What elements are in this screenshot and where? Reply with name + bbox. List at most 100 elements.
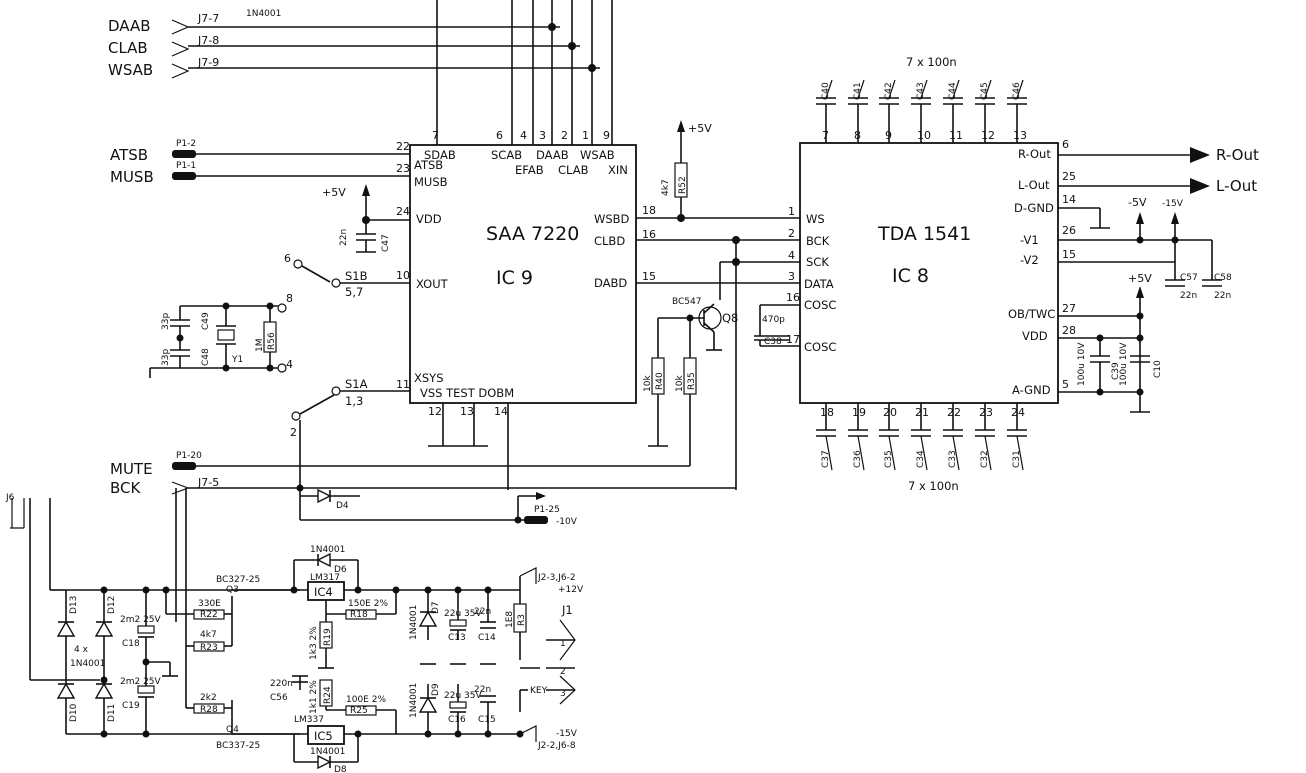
c19-value: 2m2 25V <box>120 677 162 687</box>
ic8-bottom-cap-label: C36 <box>853 450 863 468</box>
ic8-bottom-cap-label: C35 <box>884 450 894 468</box>
d13-ref: D13 <box>69 596 79 614</box>
c47-value: 22n <box>339 229 349 246</box>
conn-p1-2: P1-2 <box>176 139 196 149</box>
ic8-bottom-pin-number: 19 <box>852 406 866 419</box>
ic9-pin-clbd: CLBD <box>594 234 625 248</box>
ic8-pin-l-out: L-Out <box>1018 178 1050 192</box>
c10-ref: C10 <box>1153 360 1163 378</box>
d8-type: 1N4001 <box>310 747 345 757</box>
svg-text:7: 7 <box>432 129 439 142</box>
c18-ref: C18 <box>122 639 140 649</box>
ic9-pin-vss-test-dobm: VSS TEST DOBM <box>420 386 514 400</box>
ic8-top-pin-number: 12 <box>981 129 995 142</box>
switch-s1b: S1B <box>345 269 368 283</box>
ic8-top-pin-number: 10 <box>917 129 931 142</box>
c58-value: 22n <box>1214 291 1231 301</box>
ic5-body <box>307 725 345 745</box>
c47-ref: C47 <box>381 234 391 252</box>
q8-type: BC547 <box>672 297 701 307</box>
ic9-body <box>409 144 637 404</box>
ic8-pin-cosc-b: COSC <box>804 340 836 354</box>
c39-ref: C39 <box>1111 362 1121 380</box>
ic8-top-cap-label: C44 <box>948 82 958 100</box>
svg-text:15: 15 <box>1062 248 1076 261</box>
c58-ref: C58 <box>1214 273 1232 283</box>
ic8-top-caps-label: 7 x 100n <box>906 55 957 69</box>
d10-ref: D10 <box>69 703 79 722</box>
conn-j7-8: J7-8 <box>197 34 219 47</box>
ic8-pin-r-out: R-Out <box>1018 147 1051 161</box>
ic9-pin-wsbd: WSBD <box>594 212 630 226</box>
ic8-pin-sck: SCK <box>806 255 829 269</box>
r22-value: 330E <box>198 599 221 609</box>
svg-text:4: 4 <box>788 249 795 262</box>
ic9-pin-xsys: XSYS <box>414 371 444 385</box>
ic8-bottom-pin-number: 21 <box>915 406 929 419</box>
conn-p1-1: P1-1 <box>176 161 196 171</box>
c19-ref: C19 <box>122 701 140 711</box>
svg-text:1: 1 <box>788 205 795 218</box>
r28-ref: R28 <box>200 705 218 715</box>
c16-value: 22u 35V <box>444 691 482 701</box>
svg-text:3: 3 <box>788 270 795 283</box>
r25-ref: R25 <box>350 706 368 716</box>
ic8-pin-v2: -V2 <box>1020 253 1039 267</box>
d7-type: 1N4001 <box>409 605 419 640</box>
conn-j7-9: J7-9 <box>197 56 219 69</box>
ic8-pin-bck: BCK <box>806 234 830 248</box>
svg-text:9: 9 <box>603 129 610 142</box>
c39-value: 100u 10V <box>1077 342 1087 386</box>
switch-s1a: S1A <box>345 377 368 391</box>
conn-j2-bot: J2-2,J6-8 <box>537 741 576 751</box>
ic9-pin-scab: SCAB <box>491 148 522 162</box>
supply-plus5v-c: +5V <box>1128 272 1152 285</box>
conn-p1-25: P1-25 <box>534 505 560 515</box>
c13-value: 22u 35V <box>444 609 482 619</box>
signal-musb: MUSB <box>110 168 154 186</box>
svg-text:2: 2 <box>561 129 568 142</box>
switch-s1b-pos: 5,7 <box>345 285 363 299</box>
signal-clab: CLAB <box>108 39 148 57</box>
svg-text:28: 28 <box>1062 324 1076 337</box>
r18-value: 150E 2% <box>348 599 388 609</box>
ic8-pin-ob-twc: OB/TWC <box>1008 307 1055 321</box>
bridge-type: 1N4001 <box>70 659 105 669</box>
q3-type: BC327-25 <box>216 575 260 585</box>
c57-ref: C57 <box>1180 273 1198 283</box>
r28-value: 2k2 <box>200 693 217 703</box>
ic8-top-cap-label: C45 <box>980 82 990 100</box>
ic8-bottom-pin-number: 22 <box>947 406 961 419</box>
ic8-body <box>799 142 1059 404</box>
ic8-name: TDA 1541 <box>877 223 971 245</box>
bridge-count: 4 x <box>74 645 89 655</box>
r19-value: 1k3 2% <box>309 626 319 660</box>
svg-text:4: 4 <box>520 129 527 142</box>
r56-value: 1M <box>255 339 265 353</box>
ic9-pin-atsb: ATSB <box>414 158 443 172</box>
d9-ref: D9 <box>431 683 441 696</box>
svg-text:12: 12 <box>428 405 442 418</box>
ic9-pin-efab: EFAB <box>515 163 544 177</box>
svg-text:1: 1 <box>582 129 589 142</box>
c38-value: 470p <box>762 315 785 325</box>
ic9-pin-dabd: DABD <box>594 276 627 290</box>
c56-value: 220n <box>270 679 293 689</box>
output-r-out: R-Out <box>1216 146 1259 164</box>
ic9-top-pin-numbers: 7 6 4 3 2 1 9 <box>432 129 610 142</box>
r19-ref: R19 <box>323 628 333 646</box>
r56-ref: R56 <box>267 332 277 350</box>
key-label: KEY <box>530 686 548 696</box>
d6-ref: D6 <box>334 565 347 575</box>
svg-text:4: 4 <box>286 358 293 371</box>
ic8-bottom-pin-number: 24 <box>1011 406 1025 419</box>
svg-text:26: 26 <box>1062 224 1076 237</box>
supply-minus15v: -15V <box>1162 199 1184 209</box>
ic8-bottom-cap-label: C33 <box>948 450 958 468</box>
c14-value: 22n <box>474 607 491 617</box>
conn-p1-20: P1-20 <box>176 451 202 461</box>
d8-ref: D8 <box>334 765 347 773</box>
ic9-pin-clab: CLAB <box>558 163 589 177</box>
q4-ref: Q4 <box>226 725 239 735</box>
supply-plus12v: +12V <box>558 585 584 595</box>
